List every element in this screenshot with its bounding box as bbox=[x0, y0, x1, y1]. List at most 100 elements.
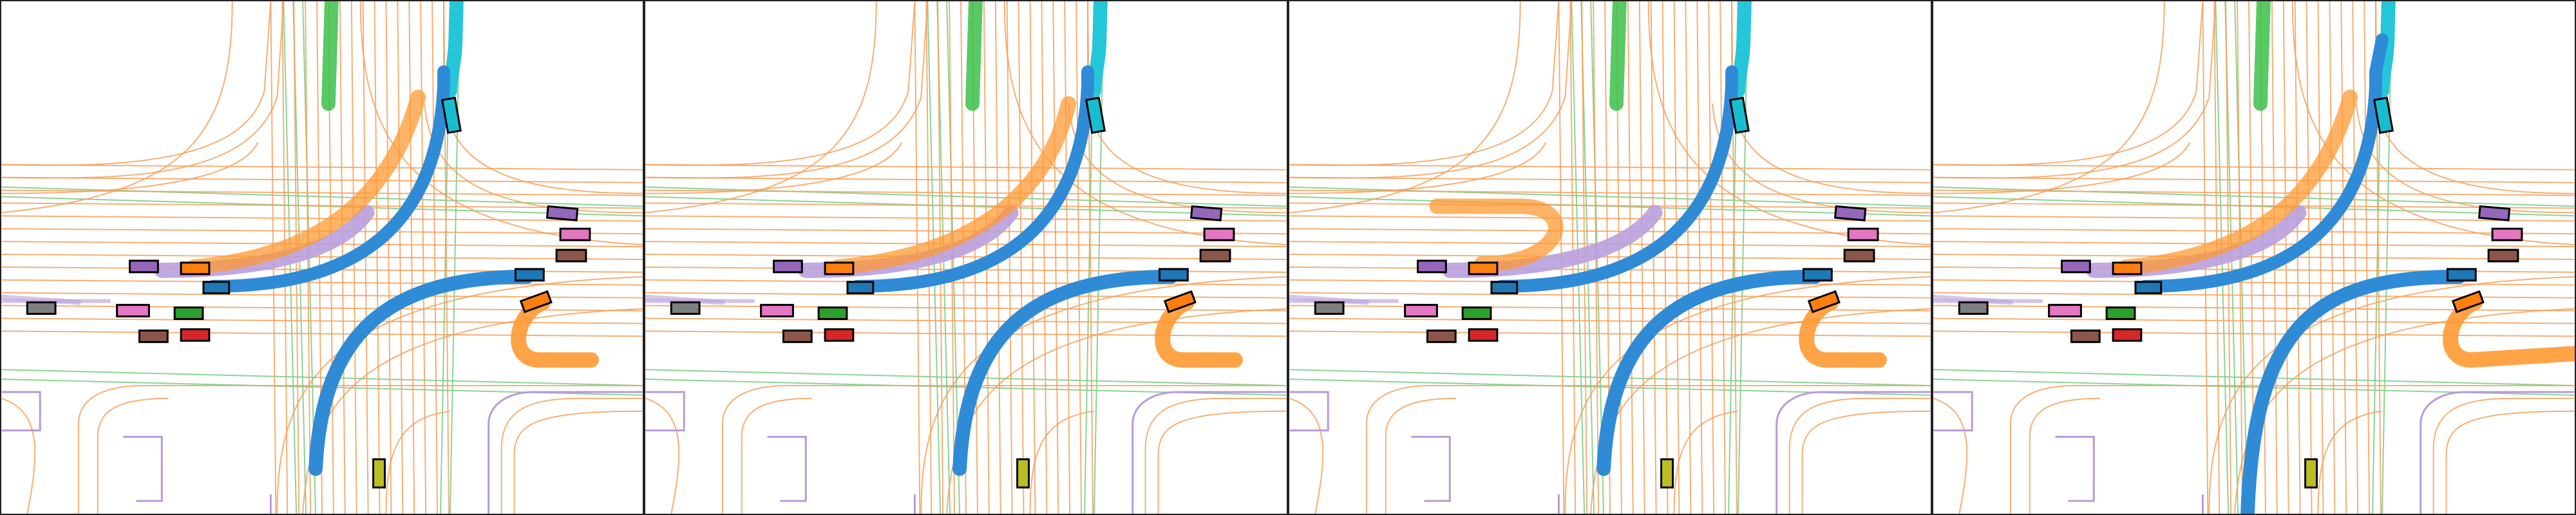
vehicle-brown-right bbox=[555, 248, 587, 263]
orange-lane-horizontal bbox=[1289, 317, 1931, 324]
vehicle-olive bbox=[1016, 458, 1030, 489]
orange-lane-connector bbox=[1029, 410, 1095, 514]
vehicle-brown bbox=[1426, 329, 1457, 343]
orange-lane-connector bbox=[1289, 142, 1547, 194]
orange-lane-connector bbox=[2208, 276, 2575, 514]
cyan-trajectory bbox=[443, 1, 464, 98]
road-edge bbox=[1132, 391, 1287, 514]
vehicle-pink bbox=[1404, 304, 1438, 318]
orange-lane-horizontal bbox=[645, 164, 1287, 171]
orange-lane-connector bbox=[1, 397, 36, 514]
orange-lane-vertical bbox=[1041, 1, 1048, 514]
blue-trajectory-lower bbox=[308, 269, 535, 476]
orange-lane-horizontal bbox=[1933, 202, 2575, 209]
orange-lane-vertical bbox=[385, 1, 392, 514]
vehicle-blue bbox=[846, 281, 875, 295]
scene-svg bbox=[1933, 1, 2575, 514]
orange-lane-horizontal bbox=[1, 317, 643, 324]
orange-lane-horizontal bbox=[1, 176, 643, 183]
vehicle-pink-right bbox=[2491, 227, 2523, 241]
orange-lane-connector bbox=[77, 385, 643, 514]
vehicle-red bbox=[1468, 328, 1499, 342]
road-edge bbox=[1411, 436, 1451, 502]
orange-lane-horizontal bbox=[645, 317, 1287, 324]
orange-lane-connector bbox=[2375, 1, 2575, 194]
road-edge bbox=[767, 436, 807, 502]
road-edge bbox=[2055, 436, 2095, 502]
green-lane-horizontal bbox=[1289, 369, 1931, 386]
road-edge bbox=[645, 391, 685, 432]
green-lane-horizontal bbox=[645, 369, 1287, 386]
orange-lane-connector bbox=[1933, 142, 2191, 194]
vehicle-gray bbox=[1314, 301, 1345, 315]
vehicle-pink-right bbox=[1203, 227, 1235, 241]
orange-lane-connector bbox=[1087, 1, 1287, 194]
road-edge bbox=[1776, 391, 1931, 514]
orange-lane-connector bbox=[645, 397, 680, 514]
lane-map bbox=[1, 1, 643, 514]
vehicle-brown bbox=[782, 329, 813, 343]
orange-lane-horizontal bbox=[1289, 164, 1931, 171]
lavender-trajectory-tail bbox=[1933, 294, 2013, 305]
vehicle-cyan bbox=[2372, 97, 2394, 135]
orange-lane-horizontal bbox=[1, 202, 643, 209]
vehicle-pink bbox=[760, 304, 794, 318]
green-trajectory bbox=[321, 1, 339, 111]
vehicle-olive bbox=[2304, 458, 2318, 489]
scene-panel-3 bbox=[1288, 0, 1932, 515]
vehicle-green bbox=[173, 306, 204, 321]
vehicle-purple-right bbox=[1833, 205, 1867, 221]
vehicle-blue bbox=[2134, 281, 2163, 295]
orange-lane-horizontal bbox=[1, 254, 643, 260]
orange-lane-connector bbox=[645, 1, 929, 179]
orange-lane-horizontal bbox=[645, 215, 1287, 222]
orange-lane-connector bbox=[2291, 1, 2575, 246]
green-trajectory bbox=[2253, 1, 2271, 111]
orange-lane-vertical bbox=[2352, 1, 2359, 514]
orange-lane-connector bbox=[1289, 1, 1573, 179]
orange-lane-horizontal bbox=[1289, 189, 1931, 196]
orange-lane-horizontal bbox=[1933, 189, 2575, 196]
orange-lane-connector bbox=[1, 142, 259, 194]
orange-lane-horizontal bbox=[645, 176, 1287, 183]
orange-lane-horizontal bbox=[1, 330, 643, 337]
vehicle-blue-right bbox=[2446, 268, 2477, 282]
vehicle-green bbox=[2105, 306, 2136, 321]
vehicle-blue bbox=[202, 281, 231, 295]
road-edge bbox=[1933, 391, 1973, 432]
orange-lane-connector bbox=[1157, 410, 1287, 514]
orange-lane-connector bbox=[1712, 104, 1931, 214]
green-lane-horizontal bbox=[1933, 369, 2575, 386]
vehicle-purple bbox=[773, 259, 803, 274]
orange-lane-horizontal bbox=[1933, 317, 2575, 324]
orange-lane-connector bbox=[1933, 1, 2165, 214]
orange-lane-vertical bbox=[1719, 1, 1727, 514]
orange-lane-connector bbox=[645, 1, 877, 214]
vehicle-olive bbox=[372, 458, 386, 489]
orange-lane-horizontal bbox=[1289, 215, 1931, 222]
road-edge bbox=[1289, 391, 1329, 432]
orange-lane-horizontal bbox=[1933, 279, 2575, 286]
orange-lane-connector bbox=[2356, 104, 2575, 214]
blue-trajectory-extension bbox=[2369, 33, 2389, 79]
orange-lane-horizontal bbox=[1289, 202, 1931, 209]
vehicle-brown-right bbox=[1843, 248, 1875, 263]
orange-lane-connector bbox=[1385, 397, 1457, 514]
orange-lane-connector bbox=[1933, 1, 2217, 179]
orange-lane-connector bbox=[1068, 104, 1287, 214]
orange-lane-horizontal bbox=[1933, 215, 2575, 222]
vehicle-green bbox=[1461, 306, 1492, 321]
vehicles bbox=[26, 97, 591, 489]
orange-lane-vertical bbox=[2363, 1, 2371, 514]
vehicle-cyan bbox=[1084, 97, 1106, 135]
scene-panel-2 bbox=[644, 0, 1288, 515]
road-edge bbox=[488, 391, 643, 514]
vehicles bbox=[670, 97, 1235, 489]
blue-trajectory-lower bbox=[1596, 269, 1823, 476]
vehicle-red bbox=[824, 328, 855, 342]
vehicle-gray bbox=[670, 301, 701, 315]
orange-lane-vertical bbox=[1075, 1, 1083, 514]
blue-trajectory-lower bbox=[2240, 269, 2467, 514]
orange-lane-vertical bbox=[1685, 1, 1692, 514]
orange-lane-vertical bbox=[1662, 1, 1669, 514]
